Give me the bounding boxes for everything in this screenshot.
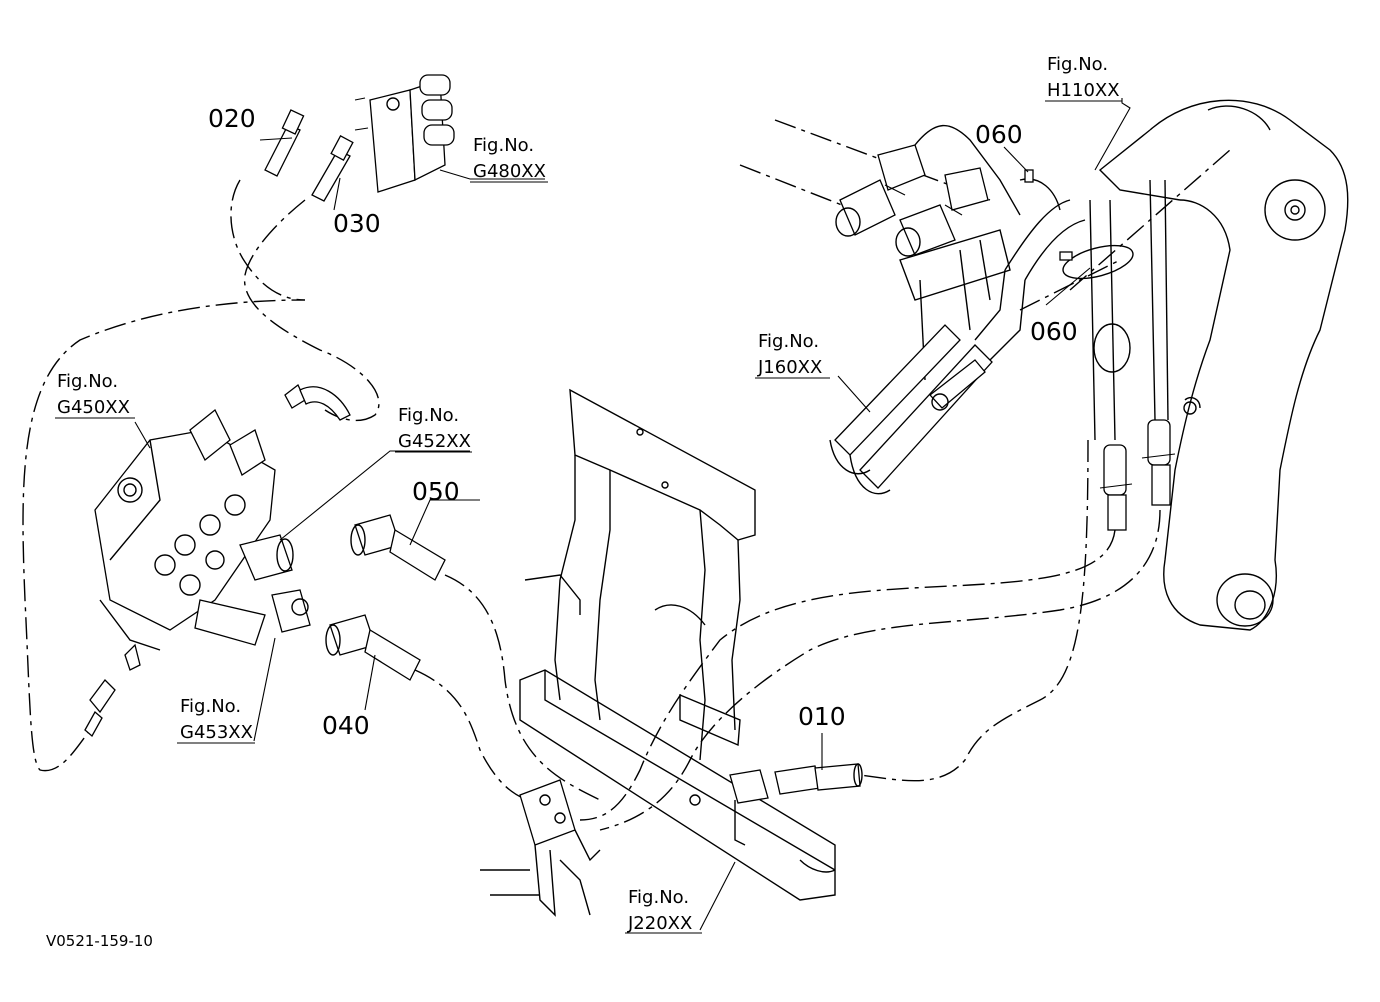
fittings-020-030 [264, 109, 354, 202]
callout-060-top: 060 [975, 120, 1023, 149]
hose-bundle-j160 [829, 199, 1086, 495]
control-valve-g450 [84, 383, 351, 738]
fig-g450-caption: Fig.No. [57, 371, 118, 392]
fig-g452-code: G452XX [398, 431, 471, 452]
drawing-code: V0521-159-10 [46, 932, 153, 950]
fig-h110-caption: Fig.No. [1047, 54, 1108, 75]
fig-g480-caption: Fig.No. [473, 135, 534, 156]
fig-j220-code: J220XX [627, 913, 692, 934]
leader-lines [134, 98, 1131, 931]
callout-030: 030 [333, 209, 381, 238]
fig-h110-code: H110XX [1047, 80, 1120, 101]
loader-arm [1098, 99, 1349, 631]
callout-040: 040 [322, 711, 370, 740]
callout-060-bottom: 060 [1030, 317, 1078, 346]
main-frame [519, 388, 836, 901]
fittings-040-050 [325, 514, 446, 681]
fig-j160-caption: Fig.No. [758, 331, 819, 352]
fig-j220-caption: Fig.No. [628, 887, 689, 908]
fig-g452-caption: Fig.No. [398, 405, 459, 426]
fig-g480-code: G480XX [473, 161, 546, 182]
fig-g453-caption: Fig.No. [180, 696, 241, 717]
callout-020: 020 [208, 104, 256, 133]
fig-g450-code: G450XX [57, 397, 130, 418]
arm-hoses [1089, 179, 1176, 531]
fig-g453-code: G453XX [180, 722, 253, 743]
lower-bracket [480, 779, 601, 917]
callout-labels: 020 030 050 040 010 060 060 [208, 104, 1078, 740]
callout-010: 010 [798, 702, 846, 731]
callout-050: 050 [412, 477, 460, 506]
quick-couplers [835, 124, 1021, 257]
fitting-010 [729, 763, 863, 846]
figure-references: Fig.No. H110XX Fig.No. G480XX Fig.No. J1… [55, 54, 1122, 934]
valve-block-g480 [354, 74, 455, 193]
hydraulic-hoses [22, 179, 1161, 831]
fig-j160-code: J160XX [757, 357, 822, 378]
